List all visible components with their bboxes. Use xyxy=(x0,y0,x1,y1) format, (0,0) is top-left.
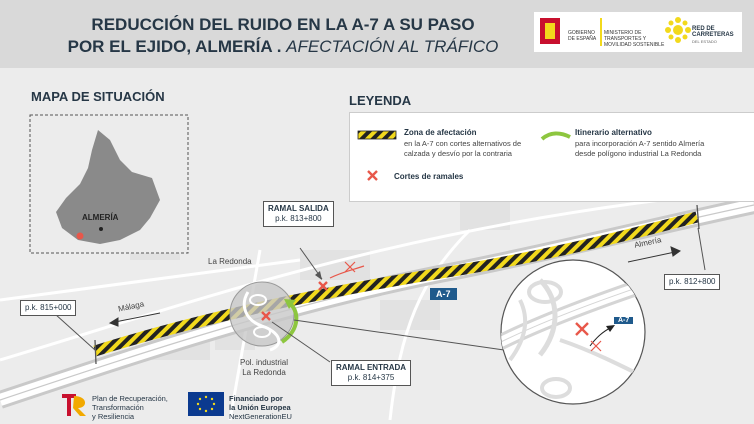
situation-title: MAPA DE SITUACIÓN xyxy=(31,89,165,104)
ramal-entrada-title: RAMAL ENTRADA xyxy=(336,363,407,372)
cut-icon xyxy=(318,281,328,291)
direction-arrows xyxy=(108,246,682,327)
ramal-salida-pk: p.k. 813+800 xyxy=(275,214,322,223)
rce-sub-label: DEL ESTADO xyxy=(692,39,717,44)
gov-label: GOBIERNO DE ESPAÑA xyxy=(568,30,597,42)
junction-la-redonda xyxy=(229,281,295,352)
legend-zone-title: Zona de afectación xyxy=(404,128,477,137)
title-line-1: REDUCCIÓN DEL RUIDO EN LA A-7 A SU PASO xyxy=(91,15,475,34)
rce-star-icon xyxy=(665,17,691,43)
recovery-plan-logo xyxy=(62,394,86,416)
legend-box xyxy=(349,112,754,202)
title-line-2-italic: AFECTACIÓN AL TRÁFICO xyxy=(286,37,499,56)
page-title: REDUCCIÓN DEL RUIDO EN LA A-7 A SU PASO … xyxy=(0,14,566,58)
city-label: ALMERÍA xyxy=(82,213,119,222)
eu-funding-text: Financiado por la Unión Europea NextGene… xyxy=(229,394,292,421)
institutional-logos xyxy=(534,12,742,52)
cut-icon-entrada xyxy=(261,311,271,321)
pk-left-leader xyxy=(54,313,96,351)
legend-alt-desc-1: para incorporación A-7 sentido Almería xyxy=(575,139,705,148)
province-shape xyxy=(56,130,160,244)
cut-exit-arrow xyxy=(329,261,365,279)
rce-label: RED DE CARRETERAS xyxy=(692,26,734,38)
ramal-salida-label: RAMAL SALIDA p.k. 813+800 xyxy=(263,201,334,227)
ramal-entrada-label: RAMAL ENTRADA p.k. 814+375 xyxy=(331,360,412,386)
title-line-2-bold: POR EL EJIDO, ALMERÍA . xyxy=(67,37,282,56)
legend-zone-swatch xyxy=(357,130,397,140)
salida-leader-arrow xyxy=(315,271,322,280)
recovery-line-1: Plan de Recuperación, xyxy=(92,394,168,403)
legend-alt-title: Itinerario alternativo xyxy=(575,128,652,137)
pol-industrial-label: Pol. industrial La Redonda xyxy=(240,358,288,378)
almeria-dot xyxy=(99,227,103,231)
legend-cuts-title: Cortes de ramales xyxy=(394,172,464,181)
legend-cut-icon xyxy=(367,170,378,181)
zoom-leader xyxy=(293,319,505,351)
pk-right-marker xyxy=(696,204,700,230)
recovery-line-2: Transformación xyxy=(92,403,144,412)
pol-industrial-line-2: La Redonda xyxy=(242,368,286,377)
la-redonda-label: La Redonda xyxy=(208,257,252,266)
legend-alt-swatch xyxy=(540,131,571,141)
legend-title: LEYENDA xyxy=(349,93,412,108)
logo-glyphs xyxy=(540,17,691,46)
legend-zone-desc-2: calzada y desvío por la contraria xyxy=(404,149,512,158)
alternative-route-arrowhead xyxy=(284,299,296,309)
a7-zoom-badge: A-7 xyxy=(614,317,634,324)
legend-zone-desc: en la A-7 con cortes alternativos de cal… xyxy=(404,139,521,159)
eu-line-1: Financiado por xyxy=(229,394,283,403)
affected-zone xyxy=(93,211,699,357)
recovery-plan-text: Plan de Recuperación, Transformación y R… xyxy=(92,394,168,421)
pk-right-label: p.k. 812+800 xyxy=(664,274,721,290)
entrada-leader xyxy=(271,321,331,363)
title-line-2: POR EL EJIDO, ALMERÍA . AFECTACIÓN AL TR… xyxy=(0,36,566,58)
eu-flag-icon xyxy=(188,392,224,416)
ramal-entrada-pk: p.k. 814+375 xyxy=(347,373,395,382)
ministry-label: MINISTERIO DE TRANSPORTES Y MOVILIDAD SO… xyxy=(604,30,665,48)
legend-alt-desc-2: desde polígono industrial La Redonda xyxy=(575,149,702,158)
pk-left-label: p.k. 815+000 xyxy=(20,300,77,316)
ramal-salida-title: RAMAL SALIDA xyxy=(268,204,329,213)
legend-alt-desc: para incorporación A-7 sentido Almería d… xyxy=(575,139,704,159)
recovery-line-3: y Resiliencia xyxy=(92,412,135,421)
pk-left-marker xyxy=(94,339,97,365)
pol-industrial-line-1: Pol. industrial xyxy=(240,358,289,367)
legend-zone-desc-1: en la A-7 con cortes alternativos de xyxy=(404,139,522,148)
eu-line-2: la Unión Europea xyxy=(229,403,291,412)
eu-line-3: NextGenerationEU xyxy=(229,412,292,421)
pk-right-leader xyxy=(697,227,706,271)
a7-road-badge: A-7 xyxy=(430,288,457,300)
el-ejido-dot xyxy=(76,232,84,240)
